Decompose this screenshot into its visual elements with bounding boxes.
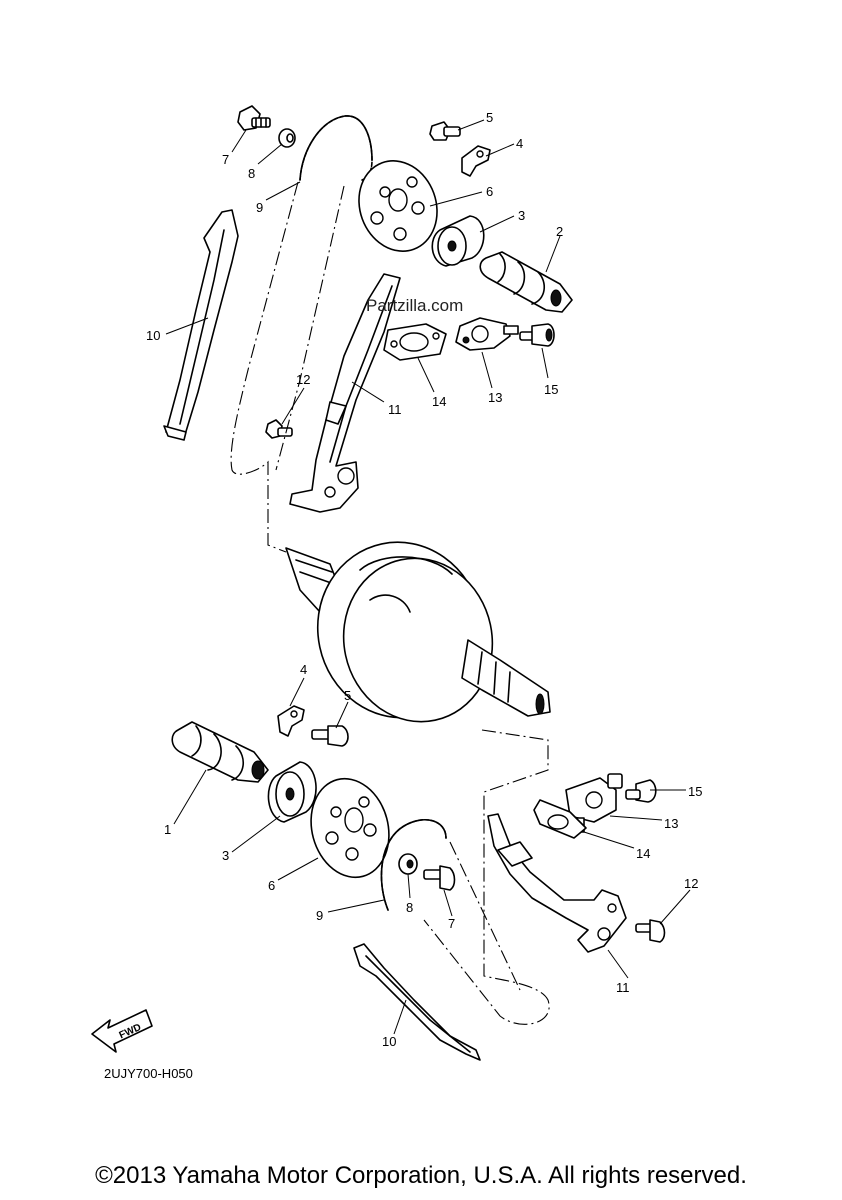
callout-13-lower: 13: [664, 816, 678, 831]
watermark: Partzilla.com: [366, 296, 464, 315]
callout-3-upper: 3: [518, 208, 525, 223]
callout-12-upper: 12: [296, 372, 310, 387]
cam-sprocket-6-upper: [358, 160, 438, 252]
plate-4-upper: [461, 145, 491, 177]
crankshaft: [285, 541, 551, 723]
collar-3-lower: [267, 761, 317, 823]
callout-5-upper: 5: [486, 110, 493, 125]
chain-phantom-line-upper: [230, 181, 299, 553]
callout-15-lower: 15: [688, 784, 702, 799]
callout-9-upper: 9: [256, 200, 263, 215]
gasket-14-lower: [533, 799, 587, 839]
bolt-5-lower: [311, 725, 349, 747]
callout-4-upper: 4: [516, 136, 523, 151]
callout-6-upper: 6: [486, 184, 493, 199]
callout-15-upper: 15: [544, 382, 558, 397]
cam-sprocket-6-lower: [310, 777, 390, 879]
cam-chain-9-upper: [299, 115, 373, 181]
cam-chain-9-lower: [380, 818, 447, 911]
leader-lines: [165, 119, 691, 1035]
camshaft-1: [171, 721, 269, 783]
callout-2: 2: [556, 224, 563, 239]
copyright-notice: ©2013 Yamaha Motor Corporation, U.S.A. A…: [95, 1162, 747, 1189]
callout-14-upper: 14: [432, 394, 446, 409]
callout-7-upper: 7: [222, 152, 229, 167]
washer-8-upper: [278, 128, 296, 148]
callout-11-lower: 11: [616, 980, 630, 995]
bolt-12-lower: [635, 919, 666, 943]
tensioner-arm-11-upper: [289, 273, 401, 513]
callout-8-lower: 8: [406, 900, 413, 915]
callout-6-lower: 6: [268, 878, 275, 893]
bolt-5-upper: [429, 121, 461, 141]
diagram-code: 2UJY700-H050: [104, 1066, 193, 1081]
fwd-arrow-icon: FWD: [91, 1009, 153, 1053]
callout-13-upper: 13: [488, 390, 502, 405]
tensioner-arm-11-lower: [487, 813, 627, 953]
camshaft-2: [479, 251, 573, 313]
callout-4-lower: 4: [300, 662, 307, 677]
callout-12-lower: 12: [684, 876, 698, 891]
callout-14-lower: 14: [636, 846, 650, 861]
chain-phantom-line-lower-left: [449, 841, 521, 991]
washer-8-lower: [398, 853, 418, 875]
bolt-15-upper: [519, 323, 555, 347]
bolt-15-lower: [625, 779, 657, 803]
callout-11-upper: 11: [388, 402, 402, 417]
callout-3-lower: 3: [222, 848, 229, 863]
callout-7-lower: 7: [448, 916, 455, 931]
chain-guide-10-lower: [353, 943, 481, 1061]
callout-1: 1: [164, 822, 171, 837]
bolt-7-lower: [423, 865, 456, 891]
bolt-7-upper: [237, 105, 271, 131]
callout-8-upper: 8: [248, 166, 255, 181]
callout-5-lower: 5: [344, 688, 351, 703]
callout-9-lower: 9: [316, 908, 323, 923]
tensioner-13-upper: [455, 317, 519, 351]
chain-guide-10-upper: [163, 209, 239, 441]
chain-phantom-line-upper-right: [275, 185, 345, 471]
bolt-12-upper: [265, 419, 293, 439]
gasket-14-upper: [383, 323, 447, 361]
chain-phantom-line-lower: [423, 729, 550, 1025]
collar-3-upper: [431, 215, 485, 267]
callout-10-lower: 10: [382, 1034, 396, 1049]
plate-4-lower: [277, 705, 305, 737]
callout-10-upper: 10: [146, 328, 160, 343]
callout-numbers: 7 8 9 10 5 4 6 3 2 12 11 14 13 15 4 5 1 …: [146, 110, 702, 1049]
